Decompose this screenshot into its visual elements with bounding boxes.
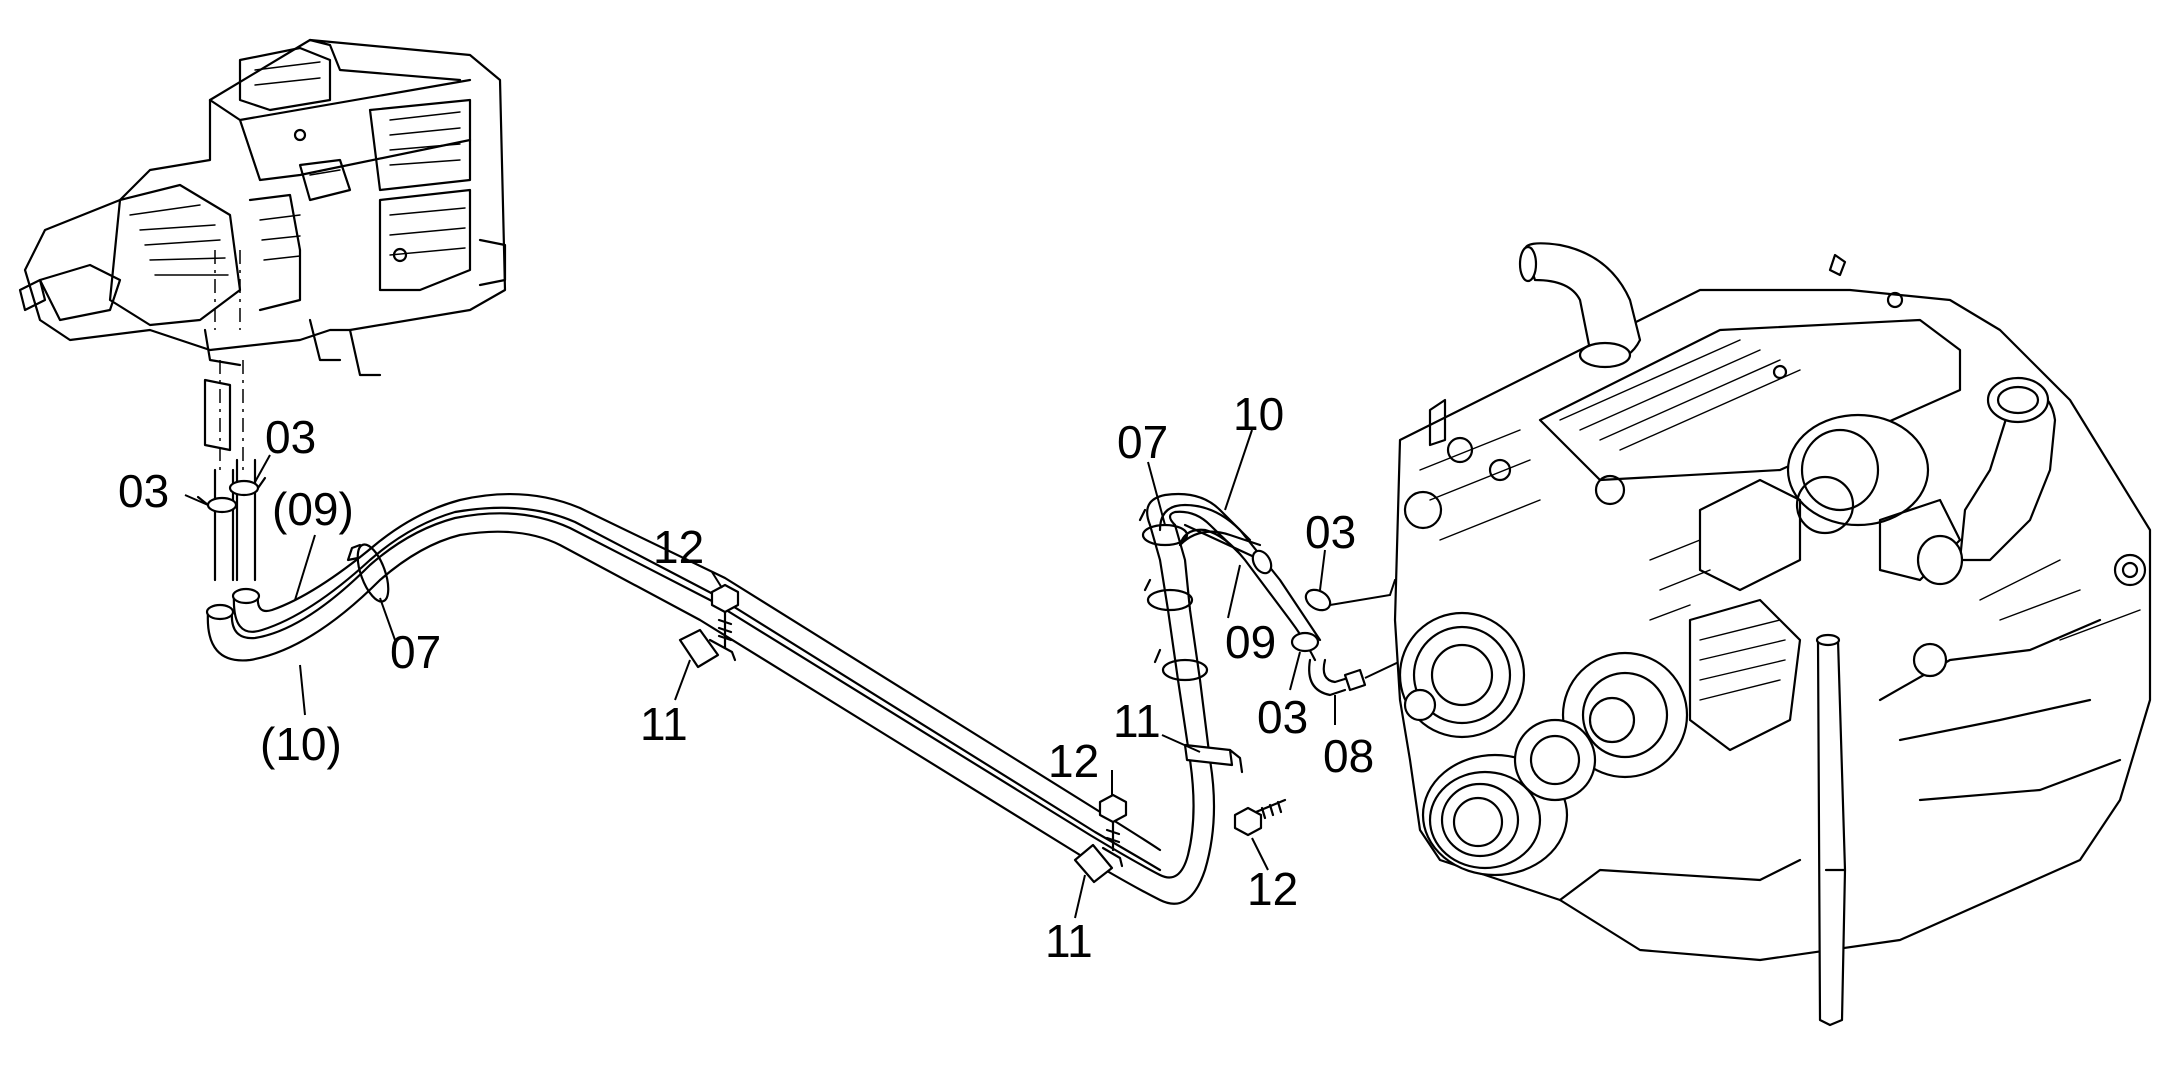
clamp-03-right-upper xyxy=(1304,588,1332,612)
bolt-12-right-upper xyxy=(1098,793,1128,852)
callout-03-right-lower: 03 xyxy=(1257,691,1308,743)
band-11-mid xyxy=(678,628,737,669)
band-11-right-lower xyxy=(1073,843,1124,884)
callout-03-upper: 03 xyxy=(265,411,316,463)
callout-12-right-upper: 12 xyxy=(1048,735,1099,787)
clamp-03-left xyxy=(196,495,238,514)
leader-lines xyxy=(184,429,1336,919)
callout-11-right-upper: 11 xyxy=(1113,695,1161,747)
clamp-03-upper xyxy=(228,476,267,497)
callout-03-right-upper: 03 xyxy=(1305,506,1356,558)
callout-08-right: 08 xyxy=(1323,730,1374,782)
callout-11-mid: 11 xyxy=(640,698,688,750)
callout-03-left: 03 xyxy=(118,465,169,517)
clamp-03-right-lower xyxy=(1290,631,1320,653)
callout-07-left: 07 xyxy=(390,626,441,678)
callout-12-right-lower: 12 xyxy=(1247,863,1298,915)
callout-labels: 03 03 (09) 07 (10) 12 11 07 10 09 03 03 … xyxy=(118,388,1374,967)
fitting-08 xyxy=(1308,658,1367,697)
bolt-12-right-lower xyxy=(1233,798,1287,837)
callout-07-right: 07 xyxy=(1117,416,1168,468)
hose-assembly xyxy=(205,492,1322,905)
bolt-12-mid xyxy=(710,583,740,650)
callout-09-right: 09 xyxy=(1225,616,1276,668)
heater-unit xyxy=(18,38,507,470)
clip-07-left xyxy=(346,543,390,603)
heater-outlet-pipes xyxy=(213,458,257,582)
callout-09-left: (09) xyxy=(272,483,354,535)
callout-10-left: (10) xyxy=(260,718,342,770)
callout-10-right: 10 xyxy=(1233,388,1284,440)
clip-07-right xyxy=(1138,508,1209,682)
callout-12-mid: 12 xyxy=(653,521,704,573)
engine xyxy=(1393,242,2152,1027)
callout-11-right-lower: 11 xyxy=(1045,915,1093,967)
